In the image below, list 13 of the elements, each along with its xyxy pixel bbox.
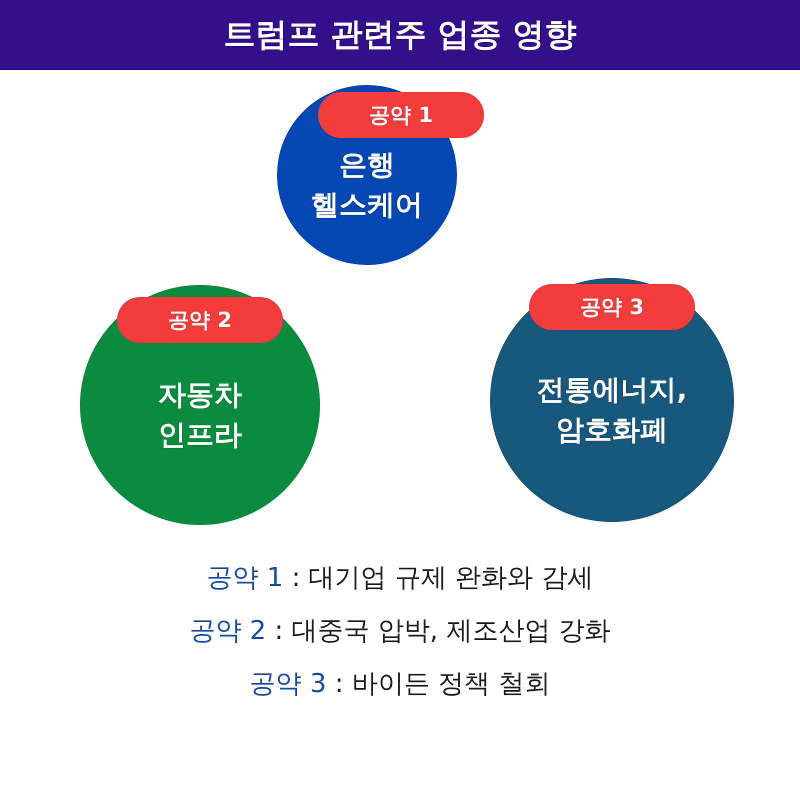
pledge-label: 공약 1 xyxy=(206,563,284,593)
pledge-label: 공약 3 xyxy=(250,669,326,699)
title: 트럼프 관련주 업종 영향 xyxy=(223,14,577,55)
pledge-description: : 대기업 규제 완화와 감세 xyxy=(292,563,594,593)
sector-text: 자동차 인프라 xyxy=(157,377,243,453)
pledge-badge: 공약 2 xyxy=(117,297,283,343)
pledge-badge: 공약 3 xyxy=(529,284,695,330)
pledge-badge: 공약 1 xyxy=(318,92,484,138)
sector-text: 은행 헬스케어 xyxy=(310,147,424,223)
pledge-description: : 바이든 정책 철회 xyxy=(334,669,550,699)
pledge-description: : 대중국 압박, 제조산업 강화 xyxy=(274,616,611,646)
sector-text: 전통에너지, 암호화폐 xyxy=(536,372,688,448)
pledge-label: 공약 2 xyxy=(189,616,266,646)
